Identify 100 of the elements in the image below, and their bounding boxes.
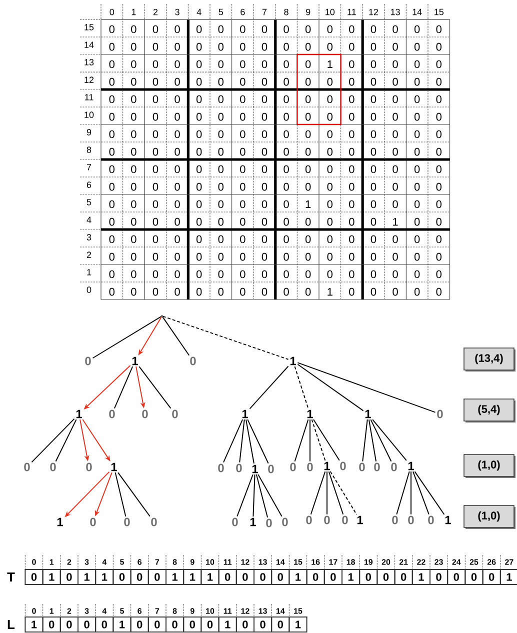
bit-cell: 0 xyxy=(200,616,220,632)
matrix-cell: 0 xyxy=(174,288,180,296)
array-index: 13 xyxy=(258,608,267,614)
matrix-cell: 0 xyxy=(436,78,442,86)
matrix-cell: 0 xyxy=(131,200,136,208)
bit-cell: 0 xyxy=(42,616,61,632)
tree-node-label: 0 xyxy=(408,516,414,524)
matrix-cell: 0 xyxy=(414,288,420,296)
tree-branch xyxy=(362,419,368,462)
matrix-cell: 0 xyxy=(305,182,311,191)
matrix-cell: 0 xyxy=(262,42,268,51)
array-index: 9 xyxy=(190,608,194,614)
matrix-cell: 0 xyxy=(349,218,354,226)
column-number: 5 xyxy=(218,8,224,16)
matrix-cell: 0 xyxy=(284,218,289,226)
matrix-cell: 0 xyxy=(305,60,311,68)
matrix-cell: 0 xyxy=(196,42,202,51)
matrix-cell: 0 xyxy=(174,25,180,34)
array-index: 11 xyxy=(224,608,232,614)
tree-node-label: 0 xyxy=(50,462,56,472)
bit-cell: 1 xyxy=(42,569,61,585)
matrix-cell: 0 xyxy=(305,288,311,296)
matrix-cell: 0 xyxy=(218,270,224,278)
matrix-cell: 0 xyxy=(414,200,420,208)
tree-branch xyxy=(247,419,269,464)
array-index: 21 xyxy=(399,559,408,565)
matrix-cell: 0 xyxy=(196,25,202,34)
matrix-cell: 0 xyxy=(262,60,268,68)
array-index: 8 xyxy=(172,608,177,614)
matrix-cell: 0 xyxy=(392,25,398,34)
row-number: 1 xyxy=(87,269,92,276)
matrix-cell: 0 xyxy=(436,165,442,174)
tree-node-label: 1 xyxy=(250,518,256,526)
matrix-cell: 0 xyxy=(240,95,246,104)
matrix-cell: 0 xyxy=(218,42,224,51)
tree-branch xyxy=(162,316,190,356)
matrix-cell: 0 xyxy=(174,148,180,156)
matrix-cell: 0 xyxy=(414,218,420,226)
matrix-cell: 0 xyxy=(284,112,289,121)
tree-node-label: 1 xyxy=(307,410,313,418)
tree-node-label: 0 xyxy=(342,516,348,524)
matrix-cell: 0 xyxy=(131,25,136,34)
matrix-cell: 0 xyxy=(349,148,354,156)
bit-cell: 0 xyxy=(148,569,166,585)
array-index: 14 xyxy=(276,608,285,614)
matrix-cell: 0 xyxy=(196,78,202,86)
matrix-cell: 0 xyxy=(240,78,246,86)
matrix-cell: 0 xyxy=(131,148,136,156)
tree-node-label: 1 xyxy=(252,464,258,474)
coordinate-box: (1,0) xyxy=(464,505,516,529)
matrix-cell: 0 xyxy=(414,95,420,104)
matrix-cell: 0 xyxy=(174,95,180,104)
tree-node-label: 0 xyxy=(124,518,130,526)
matrix-cell: 0 xyxy=(327,182,332,191)
matrix-cell: 0 xyxy=(370,112,376,121)
array-index: 12 xyxy=(241,608,250,614)
matrix-cell: 0 xyxy=(174,78,180,86)
array-index: 0 xyxy=(32,608,36,614)
tree-node-label: 1 xyxy=(445,516,451,524)
matrix-cell: 0 xyxy=(152,60,158,68)
matrix-cell: 0 xyxy=(349,165,354,174)
array-index: 5 xyxy=(120,559,124,565)
matrix-cell: 0 xyxy=(196,95,202,104)
bit-cell: 0 xyxy=(482,569,501,585)
matrix-cell: 0 xyxy=(152,270,158,278)
matrix-cell: 0 xyxy=(174,130,180,138)
matrix-cell: 0 xyxy=(152,42,158,51)
tree-node-label: 0 xyxy=(268,464,274,474)
matrix-cell: 0 xyxy=(327,235,332,244)
matrix-cell: 0 xyxy=(174,270,180,278)
array-index: 13 xyxy=(258,559,267,565)
matrix-cell: 0 xyxy=(240,165,246,174)
matrix-cell: 0 xyxy=(262,252,268,261)
matrix-cell: 0 xyxy=(196,288,202,296)
matrix-cell: 0 xyxy=(305,78,311,86)
matrix-cell: 0 xyxy=(370,148,376,156)
matrix-cell: 0 xyxy=(414,42,420,51)
matrix-cell: 0 xyxy=(305,112,311,121)
array-index: 11 xyxy=(224,559,232,565)
matrix-cell: 0 xyxy=(174,165,180,174)
matrix-cell: 0 xyxy=(392,42,398,51)
matrix-cell: 0 xyxy=(436,235,442,244)
bit-cell: 1 xyxy=(166,569,184,585)
matrix-cell: 0 xyxy=(196,112,202,121)
bit-cell: 0 xyxy=(112,569,132,585)
matrix-cell: 0 xyxy=(414,270,420,278)
array-index: 2 xyxy=(67,559,72,565)
column-number: 6 xyxy=(240,8,245,16)
array-index: 5 xyxy=(120,608,124,614)
tree-branch xyxy=(236,474,254,517)
matrix-cell: 0 xyxy=(218,200,224,208)
matrix-cell: 0 xyxy=(349,25,354,34)
matrix-cell: 0 xyxy=(392,112,398,121)
tree-node-label: 1 xyxy=(357,516,363,524)
bit-cell: 0 xyxy=(254,616,272,632)
matrix-cell: 0 xyxy=(370,252,376,261)
tree-node-label: 1 xyxy=(365,410,371,418)
matrix-cell: 0 xyxy=(327,165,332,174)
matrix-cell: 0 xyxy=(284,148,289,156)
bit-cell: 1 xyxy=(412,569,430,585)
